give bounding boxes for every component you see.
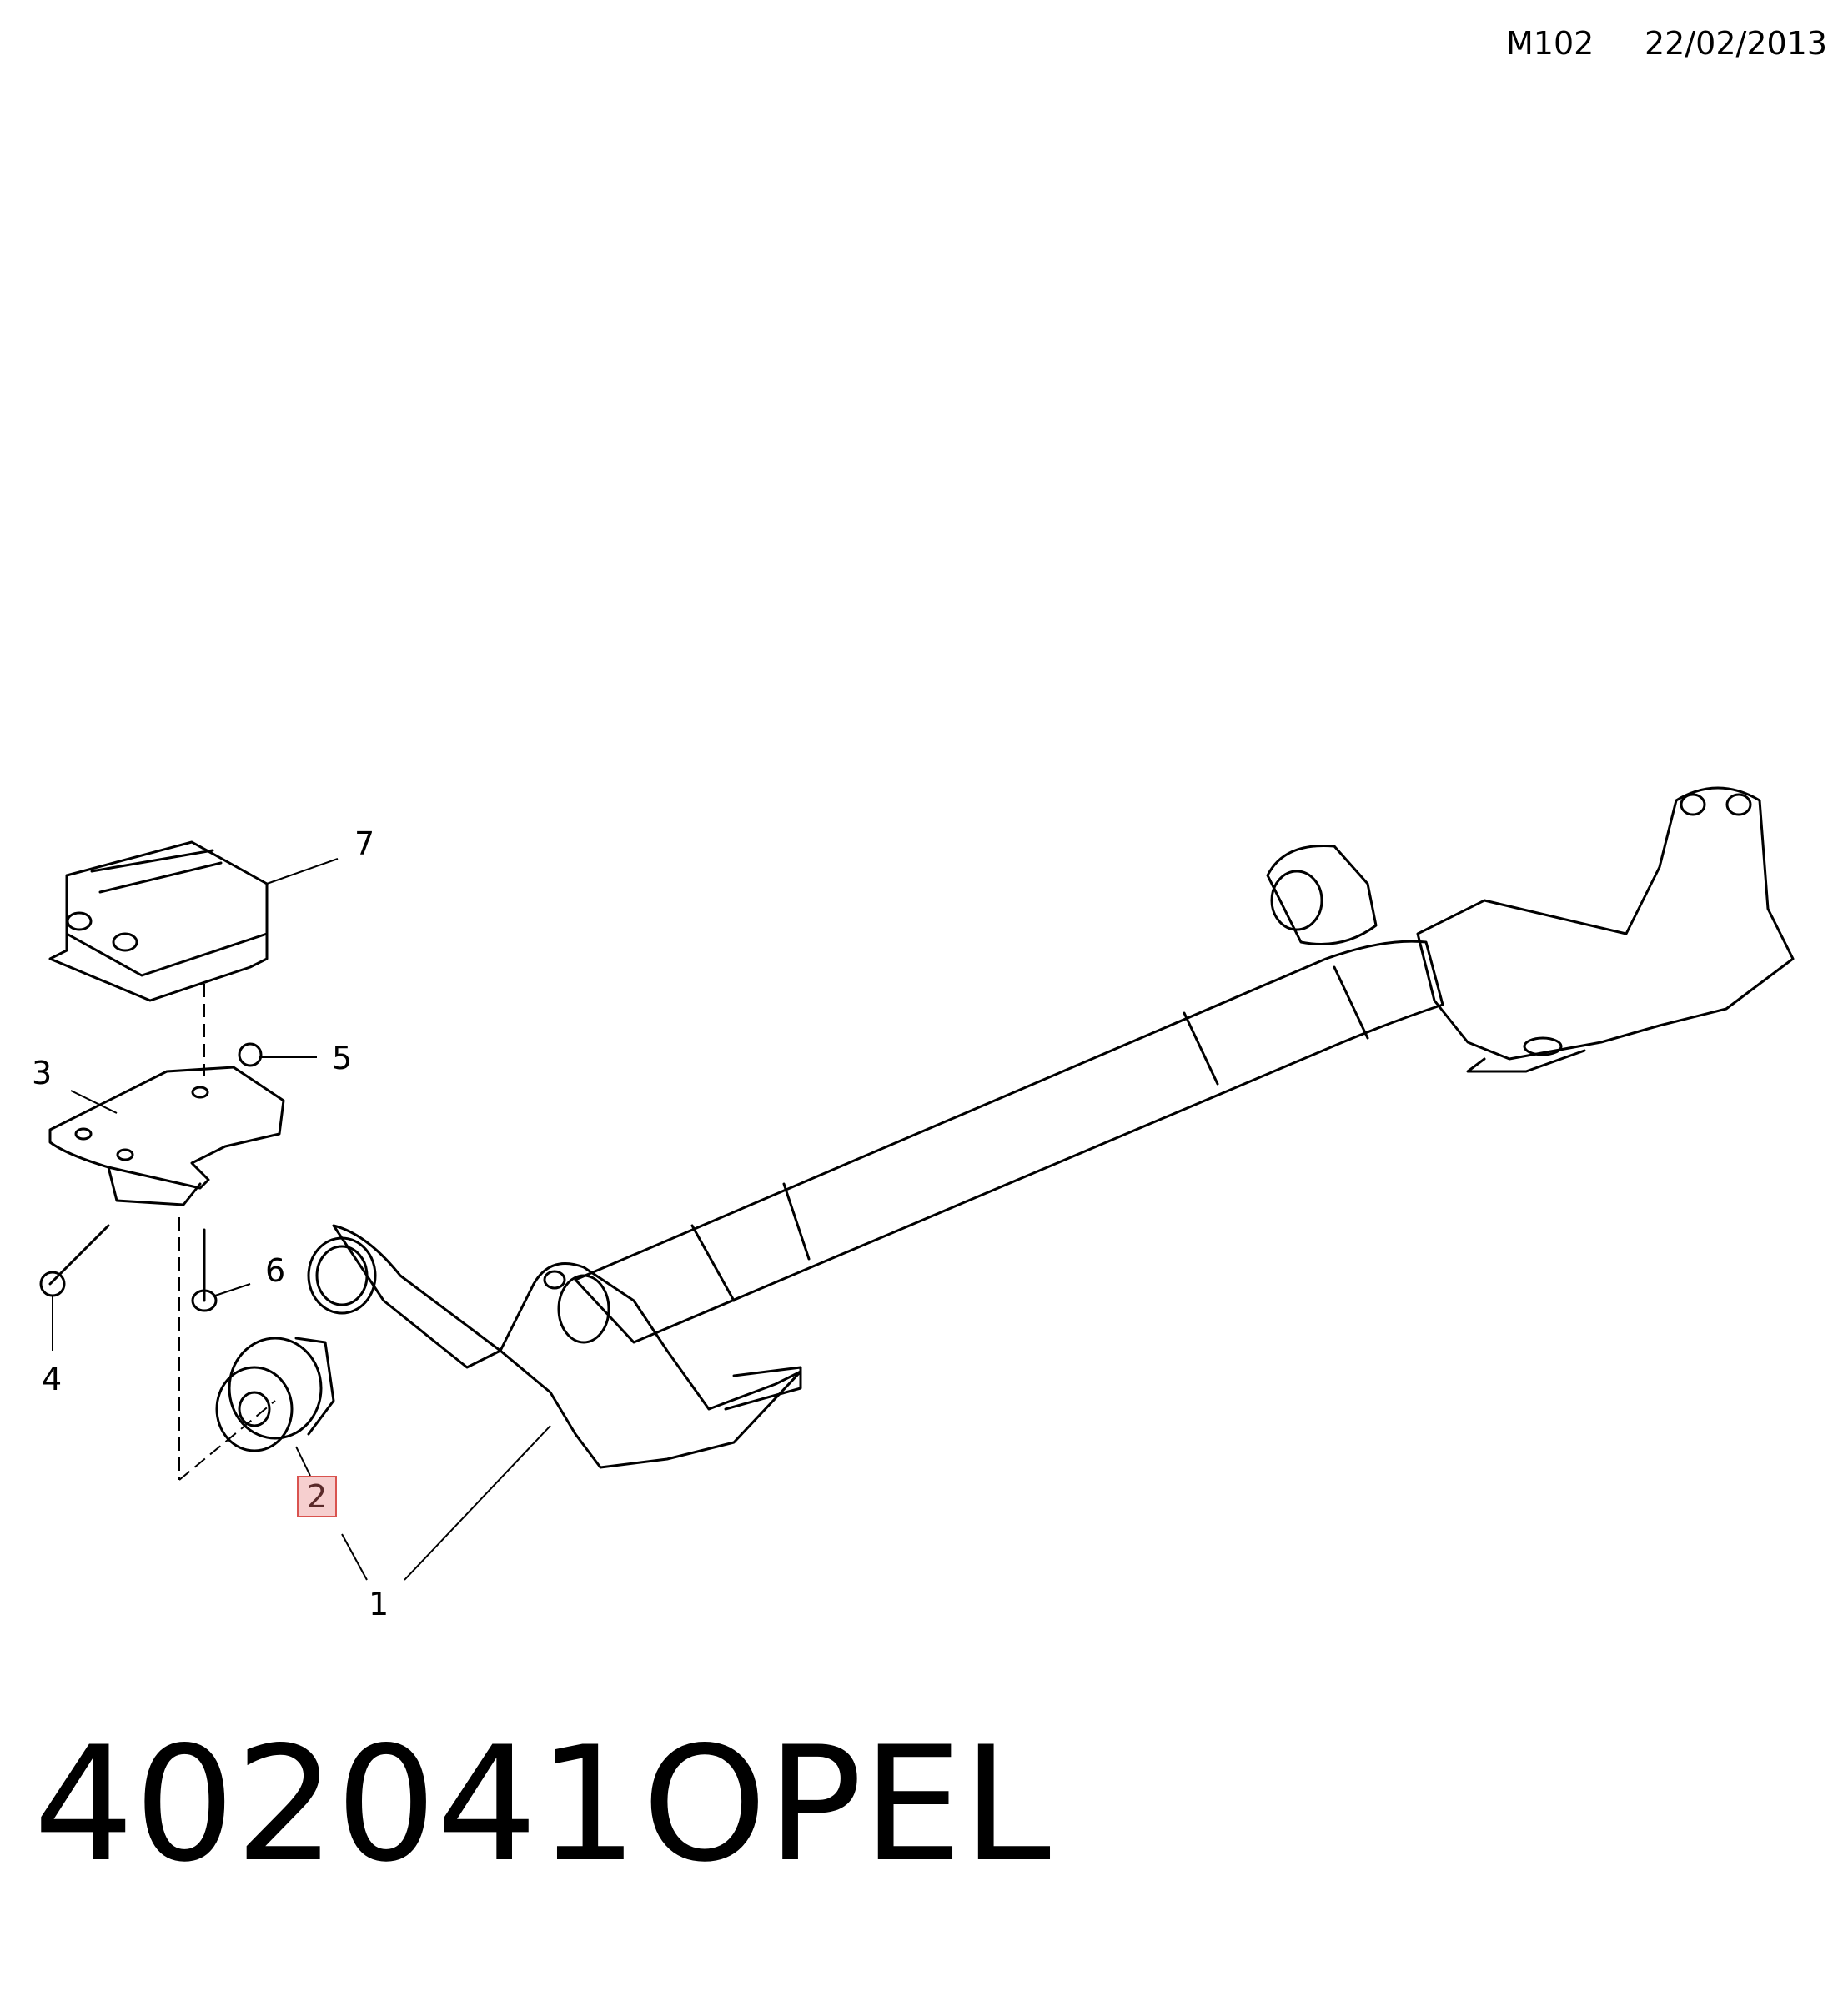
leader-2	[295, 1446, 311, 1477]
brand-name: OPEL	[642, 1713, 1052, 1897]
left-trailing-arm	[499, 1262, 802, 1469]
nut-5	[238, 1042, 263, 1067]
callout-2[interactable]: 2	[297, 1476, 338, 1517]
leader-3	[70, 1090, 118, 1114]
right-trailing-arm	[1416, 786, 1795, 1061]
control-module	[48, 840, 269, 1002]
part-number: 402041	[33, 1713, 639, 1897]
diagram-date: 22/02/2013	[1645, 25, 1828, 62]
model-code: M102	[1506, 25, 1594, 62]
callout-3[interactable]: 3	[32, 1055, 53, 1091]
bushing-outer	[228, 1337, 323, 1440]
leader-1b	[404, 1425, 551, 1581]
leader-7	[266, 858, 339, 885]
callout-6[interactable]: 6	[265, 1252, 286, 1289]
callout-4[interactable]: 4	[42, 1361, 63, 1397]
callout-1[interactable]: 1	[369, 1586, 389, 1622]
leader-1a	[341, 1533, 368, 1581]
callout-5[interactable]: 5	[332, 1040, 353, 1076]
bracket	[48, 1066, 285, 1190]
axle-tube	[574, 940, 1444, 1344]
leader-6	[212, 1283, 251, 1297]
callout-7[interactable]: 7	[354, 825, 375, 862]
